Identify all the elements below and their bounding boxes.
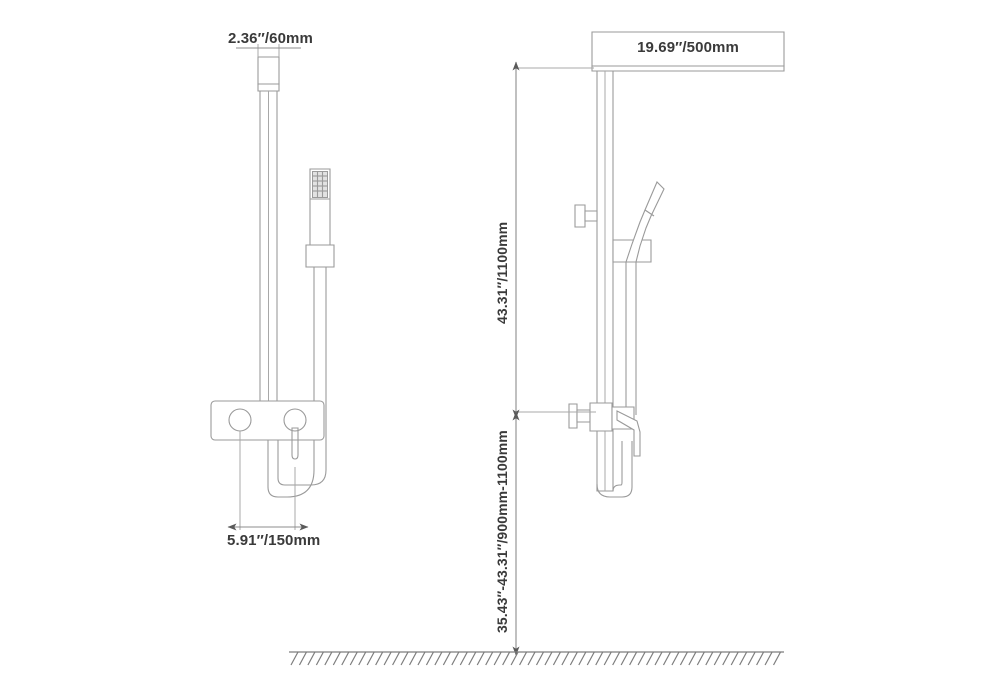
floor-hatch-mark (764, 651, 773, 666)
floor-hatch-mark (451, 651, 460, 666)
floor-hatch-mark (747, 651, 756, 666)
floor-hatch-mark (713, 651, 722, 666)
floor-hatch-mark (552, 651, 561, 666)
floor-hatch-mark (722, 651, 731, 666)
floor-hatch-mark (544, 651, 553, 666)
floor-hatch-mark (493, 651, 502, 666)
spray-nozzle-grid (313, 172, 328, 198)
floor-hatch-mark (298, 651, 307, 666)
dim-riser-height: 43.31″/1100mm (494, 61, 596, 419)
dim-label-port-spacing: 5.91″/150mm (227, 532, 320, 549)
side-handheld-shower (626, 182, 664, 262)
side-handheld-drop-tube (626, 262, 636, 415)
dim-port-spacing: 5.91″/150mm (227, 431, 320, 549)
dim-valve-height-range: 35.43″-43.31″/900mm-1100mm (494, 411, 520, 656)
floor-hatch-mark (603, 651, 612, 666)
front-valve-lever (292, 428, 298, 459)
front-riser-bar (260, 91, 277, 401)
floor-hatch-marks (290, 651, 782, 666)
floor-hatch-mark (696, 651, 705, 666)
dim-label-shower-head-length: 19.69″/500mm (637, 39, 739, 56)
floor-hatch-mark (756, 651, 765, 666)
front-view: 2.36″/60mm 5.91″/150mm (211, 30, 334, 549)
floor-hatch-mark (739, 651, 748, 666)
floor-hatch-mark (629, 651, 638, 666)
dim-label-valve-height-range: 35.43″-43.31″/900mm-1100mm (494, 430, 510, 633)
floor-hatch-mark (535, 651, 545, 666)
floor-hatch-mark (425, 651, 434, 666)
floor-hatch-mark (485, 651, 494, 666)
side-riser-column (597, 71, 613, 491)
floor-hatch-mark (442, 651, 451, 666)
floor-hatch-mark (637, 651, 646, 666)
floor-hatch-mark (519, 651, 528, 666)
floor-hatch-mark (324, 651, 333, 666)
dim-label-riser-width: 2.36″/60mm (228, 30, 313, 47)
front-riser-cap (258, 57, 279, 91)
side-view: 19.69″/500mm (494, 32, 784, 656)
floor-hatch-mark (671, 651, 680, 666)
floor-hatch-mark (408, 651, 418, 666)
floor-hatch-mark (358, 651, 367, 666)
floor-hatch-mark (375, 651, 384, 666)
floor-hatch-mark (662, 651, 672, 666)
floor-hatch-mark (510, 651, 519, 666)
floor-hatch-mark (612, 651, 621, 666)
floor-hatch-mark (315, 651, 324, 666)
floor-hatch-mark (595, 651, 604, 666)
floor-hatch-mark (502, 651, 511, 666)
floor-hatch-mark (654, 651, 663, 666)
side-upper-wall-bracket (575, 205, 597, 227)
floor-hatch-mark (569, 651, 578, 666)
floor-hatch-mark (620, 651, 629, 666)
floor-hatch-mark (561, 651, 570, 666)
floor-hatch-mark (773, 651, 782, 666)
front-valve-plate (211, 401, 324, 440)
floor-hatch-mark (586, 651, 595, 666)
floor-hatch-mark (332, 651, 341, 666)
floor-hatch-mark (679, 651, 688, 666)
floor-hatch-mark (392, 651, 401, 666)
floor-ground-line (289, 651, 784, 666)
floor-hatch-mark (578, 651, 587, 666)
floor-hatch-mark (366, 651, 375, 666)
floor-hatch-mark (476, 651, 485, 666)
side-overhead-shower-head: 19.69″/500mm (592, 32, 784, 71)
front-shower-hose (268, 267, 326, 497)
dim-riser-width: 2.36″/60mm (228, 30, 313, 57)
floor-hatch-mark (527, 651, 536, 666)
floor-hatch-mark (400, 651, 409, 666)
floor-hatch-mark (307, 651, 316, 666)
dim-label-riser-height: 43.31″/1100mm (494, 222, 510, 324)
floor-hatch-mark (290, 651, 299, 666)
front-handheld-shower (306, 169, 334, 267)
floor-hatch-mark (383, 651, 392, 666)
floor-hatch-mark (705, 651, 714, 666)
floor-hatch-mark (417, 651, 426, 666)
floor-hatch-mark (349, 651, 358, 666)
floor-hatch-mark (688, 651, 697, 666)
floor-hatch-mark (459, 651, 468, 666)
side-riser-bottom-return (597, 441, 632, 497)
floor-hatch-mark (434, 651, 443, 666)
floor-hatch-mark (646, 651, 655, 666)
floor-hatch-mark (468, 651, 477, 666)
side-valve-lever (617, 411, 640, 456)
floor-hatch-mark (341, 651, 350, 666)
floor-hatch-mark (730, 651, 739, 666)
